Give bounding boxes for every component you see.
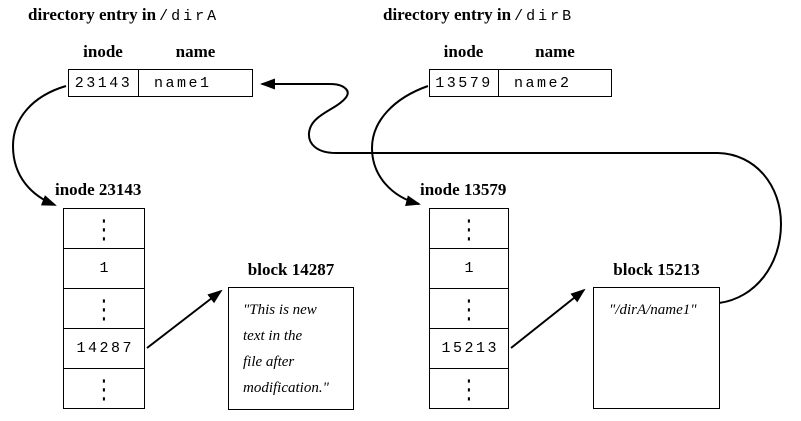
block-pointer-value: 15213 xyxy=(441,340,499,357)
ellipsis-rows: ⋮ xyxy=(459,292,479,325)
dirA-name-cell: name1 xyxy=(139,70,252,96)
inode-row: ⋮ xyxy=(64,289,144,329)
inode-row: 14287 xyxy=(64,329,144,369)
block-pointer-value: 14287 xyxy=(76,340,134,357)
dirB-name-column-header: name xyxy=(535,42,575,61)
inode-23143-box: ⋮ 1 ⋮ 14287 ⋮ xyxy=(63,208,145,409)
inode-13579-box: ⋮ 1 ⋮ 15213 ⋮ xyxy=(429,208,509,409)
block-text-line: modification." xyxy=(243,380,329,396)
arrow-inode-23143-to-block-14287 xyxy=(146,289,223,349)
block-text-line: "/dirA/name1" xyxy=(609,302,697,318)
inode-row: 1 xyxy=(430,249,508,289)
inode-13579-label: inode 13579 xyxy=(420,180,507,199)
block-text-line: file after xyxy=(243,354,295,370)
arrow-inode-13579-to-block-15213 xyxy=(510,288,586,349)
inode-row: ⋮ xyxy=(430,289,508,329)
block-14287-label: block 14287 xyxy=(247,260,335,279)
ellipsis-rows: ⋮ xyxy=(459,212,479,245)
dirA-title-text: directory entry in xyxy=(28,5,157,24)
ellipsis-rows: ⋮ xyxy=(459,372,479,405)
inode-row: ⋮ xyxy=(64,209,144,249)
ellipsis-rows: ⋮ xyxy=(94,292,114,325)
block-15213-label: block 15213 xyxy=(613,260,700,279)
dirA-inode-value: 23143 xyxy=(74,74,133,92)
dirB-entry-table: 13579 name2 xyxy=(429,69,612,97)
dirB-name-value: name2 xyxy=(514,74,572,92)
link-count-value: 1 xyxy=(99,260,111,277)
inode-row: 1 xyxy=(64,249,144,289)
dirB-inode-column-header: inode xyxy=(443,42,484,61)
dirB-title-text: directory entry in xyxy=(383,5,512,24)
inode-row: ⋮ xyxy=(430,369,508,408)
dirA-title-path: /dirA xyxy=(159,8,220,25)
block-14287-box: "This is new text in the file after modi… xyxy=(228,287,354,410)
dirA-entry-table: 23143 name1 xyxy=(68,69,253,97)
ellipsis-rows: ⋮ xyxy=(94,212,114,245)
dirA-inode-cell: 23143 xyxy=(69,70,139,96)
inode-row: 15213 xyxy=(430,329,508,369)
dirA-name-value: name1 xyxy=(154,74,212,92)
dirB-title-path: /dirB xyxy=(514,8,575,25)
block-text-line: "This is new xyxy=(243,302,317,318)
dirA-name-column-header: name xyxy=(175,42,216,61)
block-text-line: text in the xyxy=(243,328,303,344)
dirA-title: directory entry in /dirA xyxy=(28,5,219,25)
link-count-value: 1 xyxy=(464,260,476,277)
block-15213-box: "/dirA/name1" xyxy=(593,287,720,409)
inode-23143-label: inode 23143 xyxy=(55,180,142,199)
dirB-title: directory entry in /dirB xyxy=(383,5,574,25)
inode-row: ⋮ xyxy=(430,209,508,249)
inode-row: ⋮ xyxy=(64,369,144,408)
dirA-inode-column-header: inode xyxy=(83,42,123,61)
dirB-inode-cell: 13579 xyxy=(430,70,499,96)
dirB-inode-value: 13579 xyxy=(435,74,493,92)
ellipsis-rows: ⋮ xyxy=(94,372,114,405)
dirB-name-cell: name2 xyxy=(499,70,611,96)
